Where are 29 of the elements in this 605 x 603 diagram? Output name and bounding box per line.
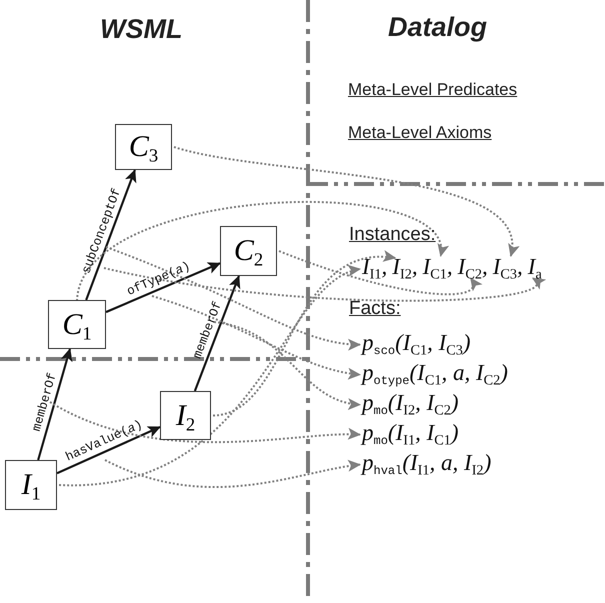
fact-formula: p$_{mo}$(I$_{I2}$, I$_{C2}$)	[362, 390, 459, 416]
section-heading: Facts:	[349, 298, 401, 320]
concept-box	[115, 124, 172, 170]
node-label: I$_{2}$	[176, 400, 196, 430]
mapping-arrow	[58, 267, 361, 486]
mapping-arrow	[152, 295, 361, 380]
fact-formula: p$_{sco}$(I$_{C1}$, I$_{C3}$)	[362, 330, 471, 356]
node-label: C$_{3}$	[128, 132, 158, 162]
node-label: C$_{1}$	[62, 310, 92, 340]
node-label: I$_{1}$	[21, 470, 41, 500]
fact-formula: p$_{mo}$(I$_{I1}$, I$_{C1}$)	[362, 420, 459, 446]
column-heading: Datalog	[388, 12, 488, 43]
fact-formula: p$_{otype}$(I$_{C1}$, a, I$_{C2}$)	[362, 360, 508, 386]
instance-box	[160, 391, 211, 440]
relation-arrow	[37, 348, 72, 460]
relation-arrow	[194, 275, 240, 392]
concept-box	[48, 300, 106, 349]
fact-formula: p$_{hval}$(I$_{I1}$, a, I$_{I2}$)	[362, 450, 492, 476]
instance-term: I$_{C3}$,	[492, 255, 523, 280]
instance-box	[5, 460, 57, 510]
mapping-arrow	[104, 459, 361, 488]
instance-term: I$_{C2}$,	[458, 255, 488, 280]
instance-term: I$_{a}$	[528, 255, 542, 280]
mapping-arrow	[50, 401, 361, 444]
mapping-arrow	[214, 321, 361, 409]
column-heading: WSML	[100, 14, 182, 45]
section-link: Meta-Level Predicates	[348, 80, 518, 100]
relation-arrow	[56, 426, 161, 474]
section-link: Meta-Level Axioms	[348, 123, 492, 143]
